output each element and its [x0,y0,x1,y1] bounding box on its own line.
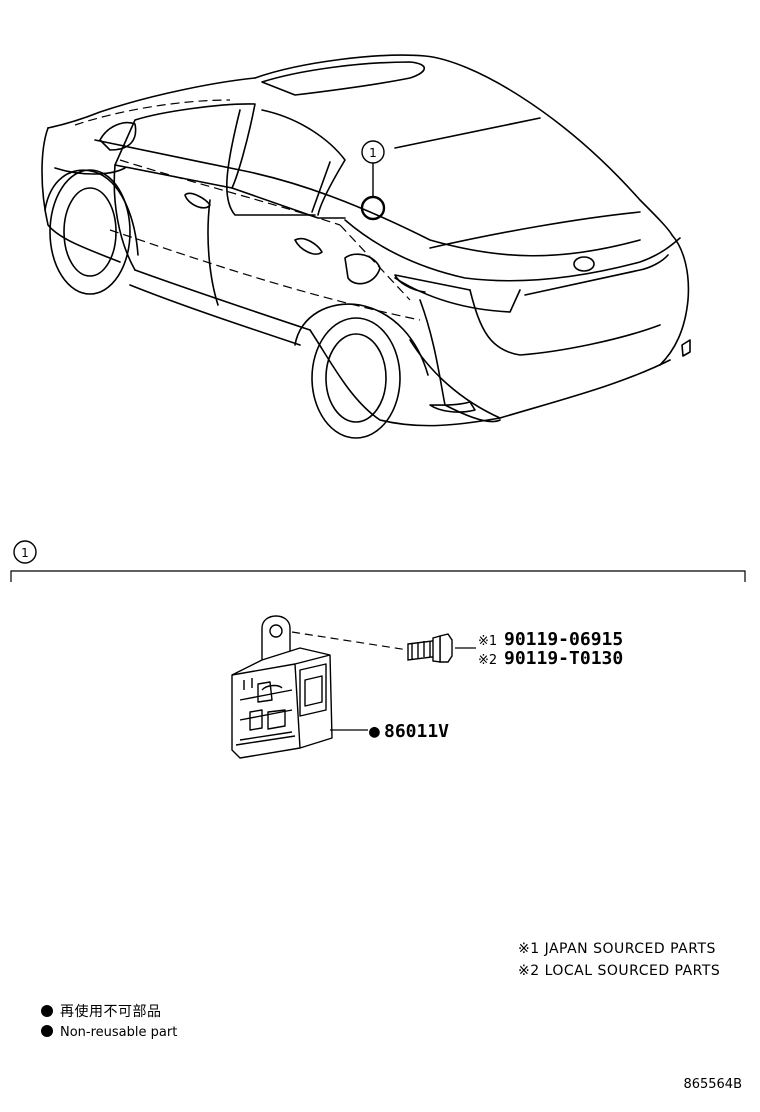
car-hidden-lines [74,99,421,321]
location-callout: 1 [360,140,386,221]
control-module-drawing [231,615,333,759]
legend-english: Non-reusable part [60,1025,177,1040]
callout-number: 1 [369,146,377,160]
part-labels: ※1 90119-06915 ※2 90119-T0130 ● 86011V [369,629,623,742]
note-local-sourced: ※2 LOCAL SOURCED PARTS [518,963,720,979]
bolt-axis-line [291,631,409,651]
bolt-drawing [407,633,453,663]
legend-bullet-icon [41,1005,53,1017]
sourcing-notes: ※1 JAPAN SOURCED PARTS ※2 LOCAL SOURCED … [518,941,720,979]
section-header: 1 [10,540,746,582]
section-number: 1 [21,546,29,560]
section-circle [13,540,37,564]
module-part-number: 86011V [384,721,449,742]
bolt-local-mark: ※2 [478,653,497,668]
component-location-marker [360,195,386,221]
bolt-japan-mark: ※1 [478,634,497,649]
section-bracket [10,570,746,582]
legend-bullet-icon [41,1025,53,1037]
leader-lines [291,631,476,731]
legend: 再使用不可部品 Non-reusable part [41,1003,177,1040]
note-japan-sourced: ※1 JAPAN SOURCED PARTS [518,941,716,957]
bolt-japan-part-number: 90119-06915 [504,629,623,650]
bolt-local-part-number: 90119-T0130 [504,648,623,669]
car-illustration [41,54,691,439]
illustration-id: 865564B [683,1077,742,1092]
module-bullet: ● [369,721,380,742]
legend-japanese: 再使用不可部品 [60,1003,162,1020]
